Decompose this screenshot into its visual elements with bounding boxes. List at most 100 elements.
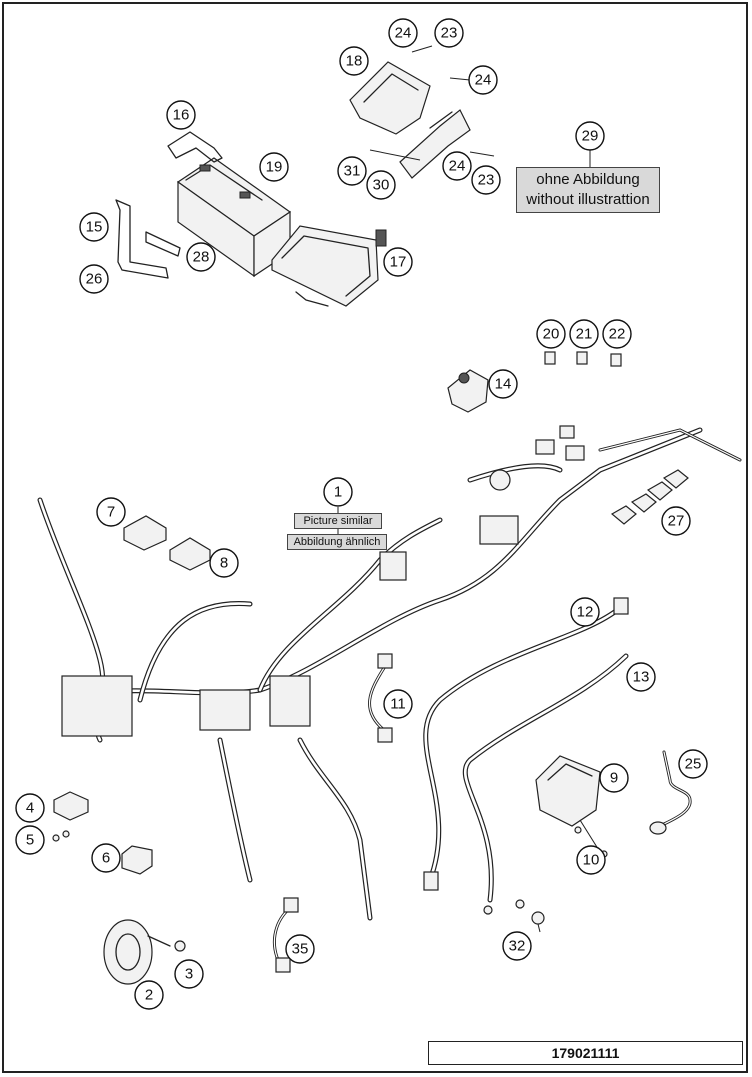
picture-similar-label: Picture similar	[294, 513, 382, 529]
callout-4: 4	[15, 793, 45, 823]
callout-25: 25	[678, 749, 708, 779]
svg-text:10: 10	[583, 852, 600, 869]
callout-5: 5	[15, 825, 45, 855]
battery-box-drawing	[271, 225, 387, 307]
svg-text:20: 20	[543, 326, 560, 343]
callout-1: 1	[323, 477, 353, 507]
svg-text:30: 30	[373, 177, 390, 194]
callout-32: 32	[502, 931, 532, 961]
callout-24c: 24	[442, 151, 472, 181]
callout-29: 29	[575, 121, 605, 151]
callout-31: 31	[337, 156, 367, 186]
note-line-en: without illustrattion	[526, 191, 650, 208]
callout-23b: 23	[471, 165, 501, 195]
callout-7: 7	[96, 497, 126, 527]
callout-2: 2	[134, 980, 164, 1010]
callout-35: 35	[285, 934, 315, 964]
callout-24a: 24	[388, 18, 418, 48]
svg-text:7: 7	[107, 504, 115, 521]
callout-18: 18	[339, 46, 369, 76]
svg-text:14: 14	[495, 376, 512, 393]
cable-12-drawing	[423, 597, 629, 891]
svg-text:24: 24	[449, 158, 466, 175]
callout-19: 19	[259, 152, 289, 182]
wiring-harness-drawing	[37, 425, 742, 921]
relay-items-drawing	[544, 351, 622, 367]
relay-8-drawing	[169, 537, 211, 571]
svg-text:13: 13	[633, 669, 650, 686]
callout-23a: 23	[434, 18, 464, 48]
svg-text:6: 6	[102, 850, 110, 867]
callout-20: 20	[536, 319, 566, 349]
reference-number: 179021111	[551, 1045, 620, 1061]
svg-text:31: 31	[344, 163, 361, 180]
callout-15: 15	[79, 212, 109, 242]
callout-28: 28	[186, 242, 216, 272]
callout-12: 12	[570, 597, 600, 627]
callout-3: 3	[174, 959, 204, 989]
svg-text:5: 5	[26, 832, 34, 849]
svg-text:3: 3	[185, 966, 193, 983]
svg-text:2: 2	[145, 987, 153, 1004]
svg-text:27: 27	[668, 513, 685, 530]
svg-text:32: 32	[509, 938, 526, 955]
svg-text:25: 25	[685, 756, 702, 773]
svg-text:12: 12	[577, 604, 594, 621]
svg-text:1: 1	[334, 484, 342, 501]
relay-7-drawing	[123, 515, 167, 551]
svg-text:17: 17	[390, 254, 407, 271]
callout-10: 10	[576, 845, 606, 875]
callout-11: 11	[383, 689, 413, 719]
svg-text:19: 19	[266, 159, 283, 176]
svg-text:21: 21	[576, 326, 593, 343]
battery-drawing	[176, 157, 292, 278]
reference-number-box: 179021111	[428, 1041, 743, 1065]
svg-text:29: 29	[582, 128, 599, 145]
cable-13-drawing	[462, 653, 629, 915]
bracket-16-drawing	[167, 131, 223, 163]
callout-27: 27	[661, 506, 691, 536]
svg-text:9: 9	[610, 770, 618, 787]
svg-text:11: 11	[390, 696, 406, 713]
callout-13: 13	[626, 662, 656, 692]
svg-text:24: 24	[395, 25, 412, 42]
callout-14: 14	[488, 369, 518, 399]
svg-text:18: 18	[346, 53, 363, 70]
svg-text:24: 24	[475, 72, 492, 89]
svg-text:23: 23	[478, 172, 495, 189]
strap-28-drawing	[145, 231, 181, 257]
horn-2-drawing	[103, 919, 186, 985]
screws-5-drawing	[52, 830, 70, 842]
svg-text:23: 23	[441, 25, 458, 42]
note-without-illustration: ohne Abbildung without illustrattion	[516, 167, 660, 213]
regulator-9-drawing	[535, 755, 608, 858]
svg-text:16: 16	[173, 107, 190, 124]
svg-text:22: 22	[609, 326, 626, 343]
note-line-de: ohne Abbildung	[536, 171, 640, 188]
connectors-27-drawing	[610, 469, 689, 525]
sensor-25-drawing	[649, 750, 692, 835]
starter-relay-drawing	[447, 369, 489, 413]
cable-35-drawing	[273, 897, 299, 973]
callout-21: 21	[569, 319, 599, 349]
bracket-15-drawing	[115, 199, 169, 279]
callout-24b: 24	[468, 65, 498, 95]
callout-6: 6	[91, 843, 121, 873]
callout-22: 22	[602, 319, 632, 349]
callout-16: 16	[166, 100, 196, 130]
part-4-drawing	[53, 791, 89, 821]
svg-text:26: 26	[86, 271, 103, 288]
svg-text:28: 28	[193, 249, 210, 266]
screw-32-drawing	[531, 911, 545, 933]
flasher-6-drawing	[121, 845, 153, 875]
bracket-assembly-drawing	[349, 45, 495, 179]
svg-text:15: 15	[86, 219, 103, 236]
callout-8: 8	[209, 548, 239, 578]
callout-26: 26	[79, 264, 109, 294]
svg-text:35: 35	[292, 941, 309, 958]
svg-text:8: 8	[220, 555, 228, 572]
sensor-cable-11-drawing	[368, 653, 393, 743]
callout-9: 9	[599, 763, 629, 793]
